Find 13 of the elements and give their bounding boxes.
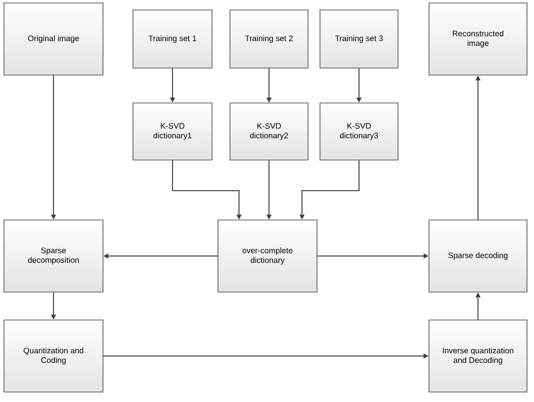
process-box: Original image bbox=[4, 2, 104, 76]
process-box: Sparse decoding bbox=[428, 220, 528, 292]
process-box: over-complete dictionary bbox=[218, 220, 318, 292]
process-box: Reconstructed image bbox=[428, 2, 528, 76]
process-box: Training set 1 bbox=[132, 10, 212, 68]
process-box: Training set 2 bbox=[230, 10, 308, 68]
process-box: K-SVD dictionary2 bbox=[230, 102, 308, 160]
process-box: Quantization and Coding bbox=[4, 320, 104, 392]
process-box: Training set 3 bbox=[320, 10, 398, 68]
process-box: K-SVD dictionary3 bbox=[320, 102, 398, 160]
process-box: K-SVD dictionary1 bbox=[132, 102, 212, 160]
process-box: Sparse decomposition bbox=[4, 220, 104, 292]
process-box: Inverse quantization and Decoding bbox=[428, 320, 528, 392]
